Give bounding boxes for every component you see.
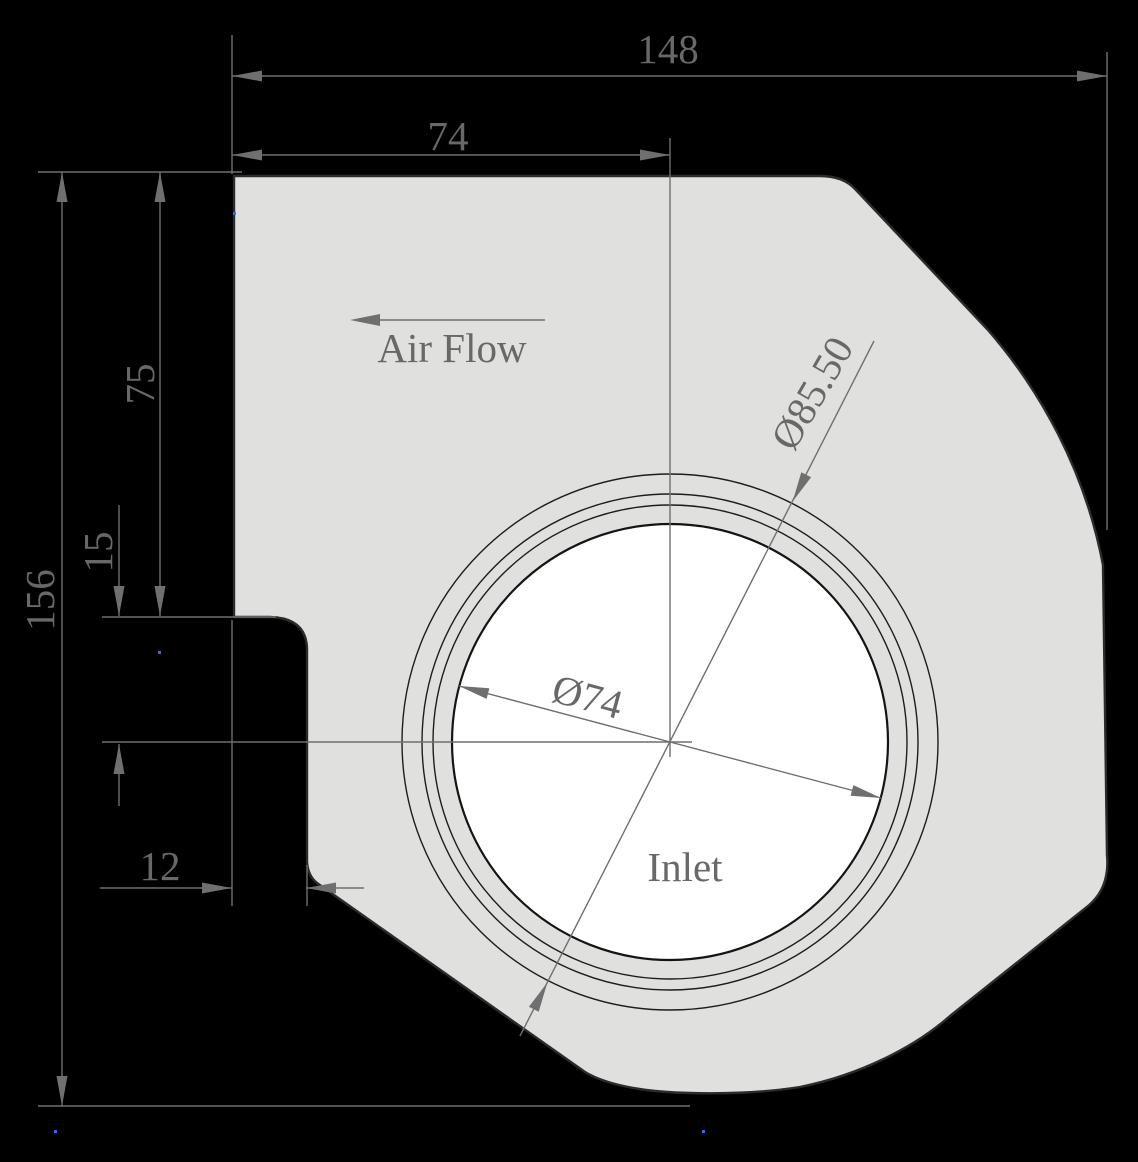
dim-label-top-to-step: 75 bbox=[117, 364, 163, 405]
arrowhead-right bbox=[640, 149, 670, 161]
arrowhead-up bbox=[56, 172, 68, 202]
snap-marker-dot bbox=[233, 212, 236, 215]
dim-overall-width: 148 bbox=[232, 26, 1107, 82]
arrowhead-down bbox=[56, 1076, 68, 1106]
air-flow-arrowhead bbox=[350, 314, 380, 326]
arrowhead-left bbox=[232, 149, 262, 161]
arrowhead-left bbox=[232, 70, 262, 82]
dim-side-offset: 12 bbox=[100, 843, 364, 894]
arrowhead-lower bbox=[528, 982, 548, 1012]
arrowhead-right bbox=[202, 882, 232, 894]
dim-line bbox=[458, 685, 882, 799]
arrowhead-up bbox=[113, 744, 125, 774]
dim-label-inlet-center-offset: 74 bbox=[428, 113, 469, 159]
snap-markers bbox=[54, 212, 705, 1133]
dim-label-side-offset: 12 bbox=[140, 843, 181, 889]
dim-top-to-step: 75 bbox=[117, 172, 166, 616]
dim-inlet-center-offset: 74 bbox=[232, 113, 670, 161]
dim-label-overall-width: 148 bbox=[637, 26, 699, 72]
snap-marker-dot bbox=[158, 651, 161, 654]
air-flow-label: Air Flow bbox=[377, 325, 527, 371]
extension-lines bbox=[38, 35, 1108, 1107]
dim-overall-height: 156 bbox=[17, 172, 68, 1106]
snap-marker-dot bbox=[702, 1130, 705, 1133]
inlet-label: Inlet bbox=[647, 844, 723, 890]
arrowhead-down bbox=[154, 586, 166, 616]
arrowhead-left bbox=[306, 882, 336, 894]
dim-step-height: 15 bbox=[75, 505, 125, 806]
arrowhead-right bbox=[1077, 70, 1107, 82]
arrowhead-upper bbox=[792, 472, 812, 502]
snap-marker-dot bbox=[54, 1130, 57, 1133]
arrowhead-right bbox=[850, 785, 881, 798]
arrowhead-down bbox=[113, 586, 125, 616]
air-flow-annotation: Air Flow bbox=[350, 314, 545, 371]
dim-line bbox=[519, 340, 875, 1037]
dim-label-overall-height: 156 bbox=[17, 569, 63, 631]
arrowhead-up bbox=[154, 172, 166, 202]
dim-label-step-height: 15 bbox=[75, 532, 121, 573]
arrowhead-left bbox=[459, 686, 490, 699]
